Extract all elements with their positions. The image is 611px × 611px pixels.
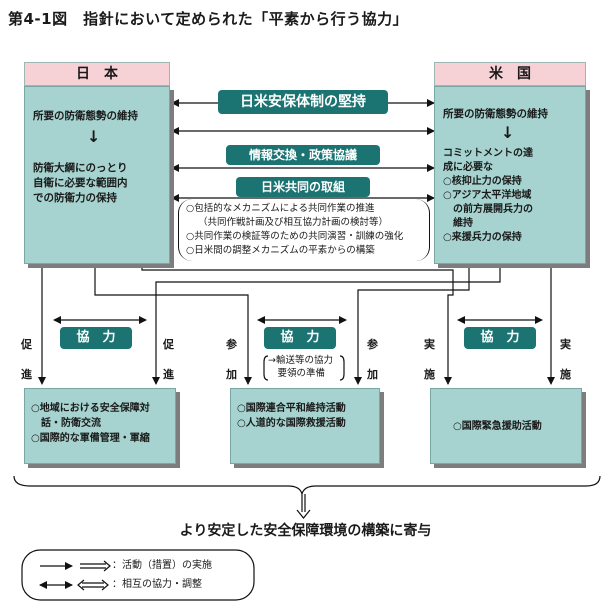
joint-efforts-pill: 日米共同の取組 [236,177,370,197]
joint-items-group [178,199,430,261]
arrow-to-conclusion-head [296,509,311,519]
label-participate-left: 参加 [226,338,237,381]
legend-double-bi-heads [77,579,109,591]
japan-posture-text: 所要の防衛態勢の維持 [33,110,138,122]
us-box: 所要の防衛態勢の維持 ↓ コミットメントの達 成に必要な ○核抑止力の保持 ○ア… [434,86,586,264]
joint-item-1: ○包括的なメカニズムによる共同作業の推進 [186,203,375,214]
us-posture-text: 所要の防衛態勢の維持 [443,108,548,120]
joint-item-3: ○共同作業の検証等のための共同演習・訓練の強化 [186,231,404,242]
legend-box [21,549,255,601]
figure-title: 第4-1図 指針において定められた「平素から行う協力」 [8,10,409,28]
japan-defense-text: 防衛大綱にのっとり 自衛に必要な範囲内 での防衛力の保持 [33,162,128,204]
regional-dialogue-box: ○地域における安全保障対 話・防衛交流 ○国際的な軍備管理・軍縮 [24,388,176,464]
label-promote-right-1: 促進 [163,338,174,381]
emergency-relief-text: ○国際緊急援助活動 [453,421,542,432]
arrow-us-to-regional [152,262,501,385]
legend-label-action: ：活動（措置）の実施 [112,560,212,571]
arrow-us-to-pko [354,262,470,385]
regional-dialogue-text: ○地域における安全保障対 話・防衛交流 ○国際的な軍備管理・軍縮 [31,403,150,444]
joint-item-4: ○日米間の調整メカニズムの平素からの構築 [186,245,375,256]
us-down-arrow: ↓ [501,123,515,142]
cooperation-pill-middle: 協 力 [264,327,336,349]
japan-down-arrow: ↓ [87,127,101,146]
us-commitment-text: コミットメントの達 成に必要な ○核抑止力の保持 ○アジア太平洋地域 の前方展開… [443,148,533,243]
info-exchange-pill: 情報交換・政策協議 [226,145,380,165]
conclusion-text: より安定した安全保障環境の構築に寄与 [179,523,432,539]
cooperation-pill-right: 協 力 [464,327,536,349]
pko-text: ○国際連合平和維持活動 ○人道的な国際救援活動 [237,403,346,429]
us-header: 米 国 [434,62,586,86]
label-promote-left-1: 促進 [21,338,32,381]
note-bracket [263,355,345,381]
japan-box: 所要の防衛態勢の維持 ↓ 防衛大綱にのっとり 自衛に必要な範囲内 での防衛力の保… [24,86,170,264]
emergency-relief-box: ○国際緊急援助活動 [430,388,582,464]
label-implement-right: 実施 [560,338,571,381]
transport-note: →輸送等の協力 要領の準備 [268,355,333,379]
cooperation-pill-left: 協 力 [60,327,132,349]
arrow-japan-to-pko [94,262,252,385]
japan-header: 日 本 [24,62,170,86]
summary-brace [13,475,601,495]
legend-label-cooperation: ：相互の協力・調整 [112,579,202,590]
security-system-pill: 日米安保体制の堅持 [218,90,388,114]
pko-box: ○国際連合平和維持活動 ○人道的な国際救援活動 [230,388,380,464]
legend-double-head [103,560,111,572]
label-implement-left: 実施 [424,338,435,381]
label-participate-right: 参加 [367,338,378,381]
joint-item-2: （共同作戦計画及び相互協力計画の検討等） [198,217,389,228]
